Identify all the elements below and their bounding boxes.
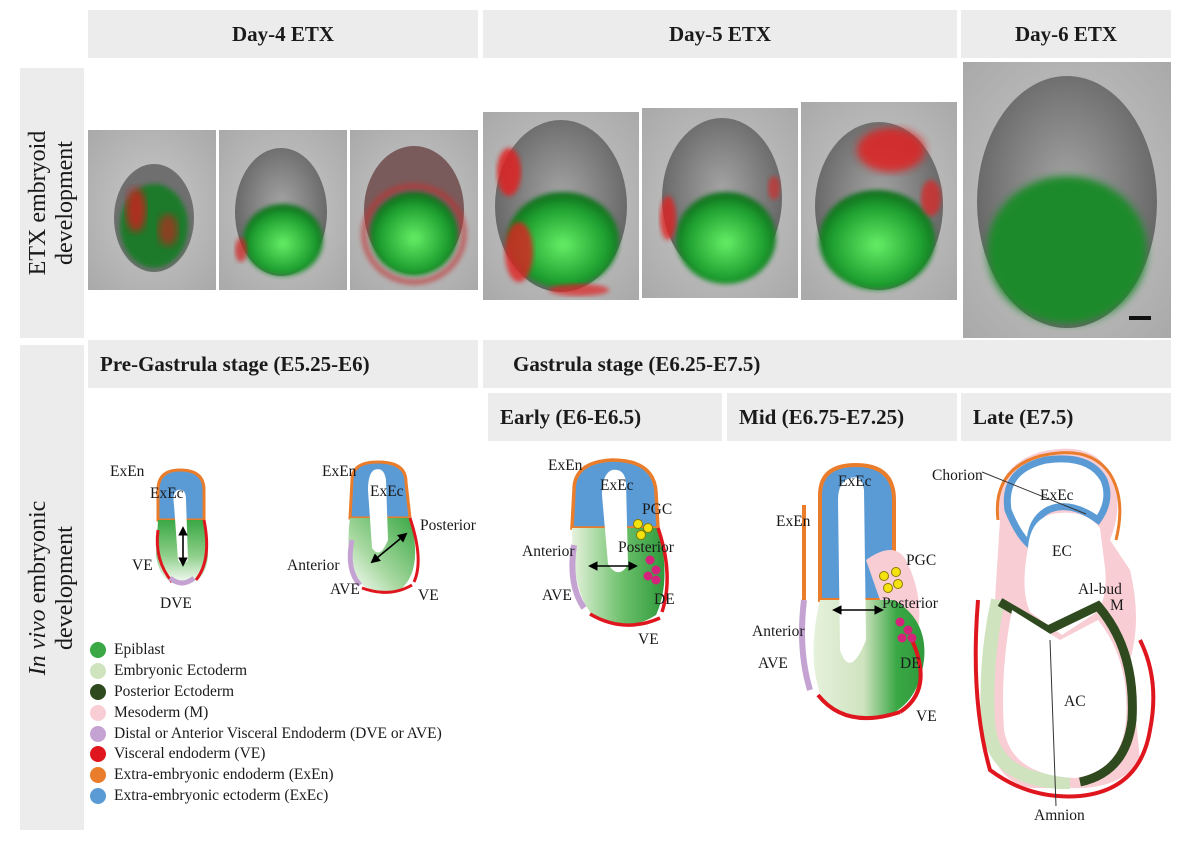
etx-photo-day4-2 bbox=[219, 130, 347, 290]
legend-item: Epiblast bbox=[90, 640, 442, 661]
in-vivo-italic: In vivo bbox=[25, 608, 51, 675]
label-de: DE bbox=[900, 655, 921, 672]
label-exen: ExEn bbox=[548, 457, 583, 474]
legend-label: Extra-embryonic ectoderm (ExEc) bbox=[114, 786, 329, 804]
legend-swatch bbox=[90, 746, 106, 763]
legend-item: Visceral endoderm (VE) bbox=[90, 744, 442, 765]
label-dve: DVE bbox=[160, 595, 192, 612]
etx-photo-day5-3 bbox=[801, 102, 957, 300]
embryo-diagram-ave: ExEn ExEc Posterior Anterior AVE VE bbox=[287, 460, 477, 604]
label-anterior: Anterior bbox=[522, 543, 575, 560]
legend-label: Epiblast bbox=[114, 641, 165, 659]
embryo-diagram-mid: ExEc ExEn PGC Posterior Anterior AVE DE … bbox=[752, 462, 939, 725]
legend-swatch bbox=[90, 663, 106, 680]
etx-photo-day5-1 bbox=[483, 112, 639, 300]
label-anterior: Anterior bbox=[287, 557, 340, 574]
legend-label: Embryonic Ectoderm bbox=[114, 662, 247, 680]
label-ec: EC bbox=[1052, 543, 1072, 560]
legend-label: Visceral endoderm (VE) bbox=[114, 745, 266, 763]
legend-item: Extra-embryonic endoderm (ExEn) bbox=[90, 765, 442, 786]
legend-label: Extra-embryonic endoderm (ExEn) bbox=[114, 766, 334, 784]
label-exec: ExEc bbox=[600, 477, 634, 494]
embryo-diagram-dve: ExEn ExEc VE DVE bbox=[110, 463, 209, 612]
label-ve: VE bbox=[916, 708, 937, 725]
label-mesoderm: M bbox=[1110, 597, 1124, 614]
embryo-diagram-late: Chorion ExEc EC Al-bud M AC Amnion bbox=[932, 448, 1156, 824]
label-ave: AVE bbox=[758, 655, 788, 672]
label-ve: VE bbox=[638, 631, 659, 648]
label-exen: ExEn bbox=[776, 513, 811, 530]
in-vivo-side-bar: In vivo embryonic development bbox=[20, 345, 84, 830]
label-al-bud: Al-bud bbox=[1078, 581, 1122, 598]
header-gastrula: Gastrula stage (E6.25-E7.5) bbox=[483, 340, 1171, 388]
in-vivo-side-label: In vivo embryonic development bbox=[25, 458, 79, 718]
header-mid: Mid (E6.75-E7.25) bbox=[727, 393, 957, 441]
legend-item: Embryonic Ectoderm bbox=[90, 661, 442, 682]
legend-item: Mesoderm (M) bbox=[90, 702, 442, 723]
legend: Epiblast Embryonic Ectoderm Posterior Ec… bbox=[90, 640, 442, 806]
label-amnion: Amnion bbox=[1034, 807, 1085, 824]
etx-side-bar: ETX embryoid development bbox=[20, 68, 84, 338]
header-late: Late (E7.5) bbox=[961, 393, 1171, 441]
label-exen: ExEn bbox=[110, 463, 145, 480]
label-posterior: Posterior bbox=[420, 517, 477, 534]
legend-swatch bbox=[90, 704, 106, 721]
label-exec: ExEc bbox=[1040, 487, 1074, 504]
etx-photo-day5-2 bbox=[642, 108, 798, 298]
legend-label: Distal or Anterior Visceral Endoderm (DV… bbox=[114, 724, 442, 742]
legend-swatch bbox=[90, 767, 106, 784]
header-day5: Day-5 ETX bbox=[483, 10, 957, 58]
legend-label: Mesoderm (M) bbox=[114, 703, 209, 721]
label-ac: AC bbox=[1064, 693, 1086, 710]
header-early: Early (E6-E6.5) bbox=[488, 393, 722, 441]
label-de: DE bbox=[654, 591, 675, 608]
legend-swatch bbox=[90, 683, 106, 700]
legend-label: Posterior Ectoderm bbox=[114, 682, 235, 700]
header-pre-gastrula: Pre-Gastrula stage (E5.25-E6) bbox=[88, 340, 478, 388]
etx-side-label: ETX embryoid development bbox=[25, 130, 78, 276]
label-ave: AVE bbox=[330, 581, 360, 598]
label-ave: AVE bbox=[542, 587, 572, 604]
label-exec: ExEc bbox=[838, 473, 872, 490]
legend-item: Posterior Ectoderm bbox=[90, 682, 442, 703]
label-ve: VE bbox=[418, 587, 439, 604]
legend-swatch bbox=[90, 725, 106, 742]
label-exec: ExEc bbox=[370, 483, 404, 500]
legend-item: Extra-embryonic ectoderm (ExEc) bbox=[90, 786, 442, 807]
label-posterior: Posterior bbox=[618, 539, 675, 556]
label-exen: ExEn bbox=[322, 463, 357, 480]
label-posterior: Posterior bbox=[882, 595, 939, 612]
legend-item: Distal or Anterior Visceral Endoderm (DV… bbox=[90, 723, 442, 744]
legend-swatch bbox=[90, 787, 106, 804]
legend-swatch bbox=[90, 642, 106, 659]
label-exec: ExEc bbox=[150, 485, 184, 502]
label-pgc: PGC bbox=[906, 552, 936, 569]
header-day4: Day-4 ETX bbox=[88, 10, 478, 58]
label-ve: VE bbox=[132, 557, 153, 574]
embryo-diagram-early: ExEn ExEc PGC Anterior Posterior AVE DE … bbox=[522, 457, 675, 648]
header-day6: Day-6 ETX bbox=[961, 10, 1171, 58]
label-anterior: Anterior bbox=[752, 623, 805, 640]
etx-photo-day4-1 bbox=[88, 130, 216, 290]
label-pgc: PGC bbox=[642, 501, 672, 518]
etx-photo-day6 bbox=[963, 62, 1171, 338]
etx-photo-day4-3 bbox=[350, 130, 478, 290]
label-chorion: Chorion bbox=[932, 467, 983, 484]
